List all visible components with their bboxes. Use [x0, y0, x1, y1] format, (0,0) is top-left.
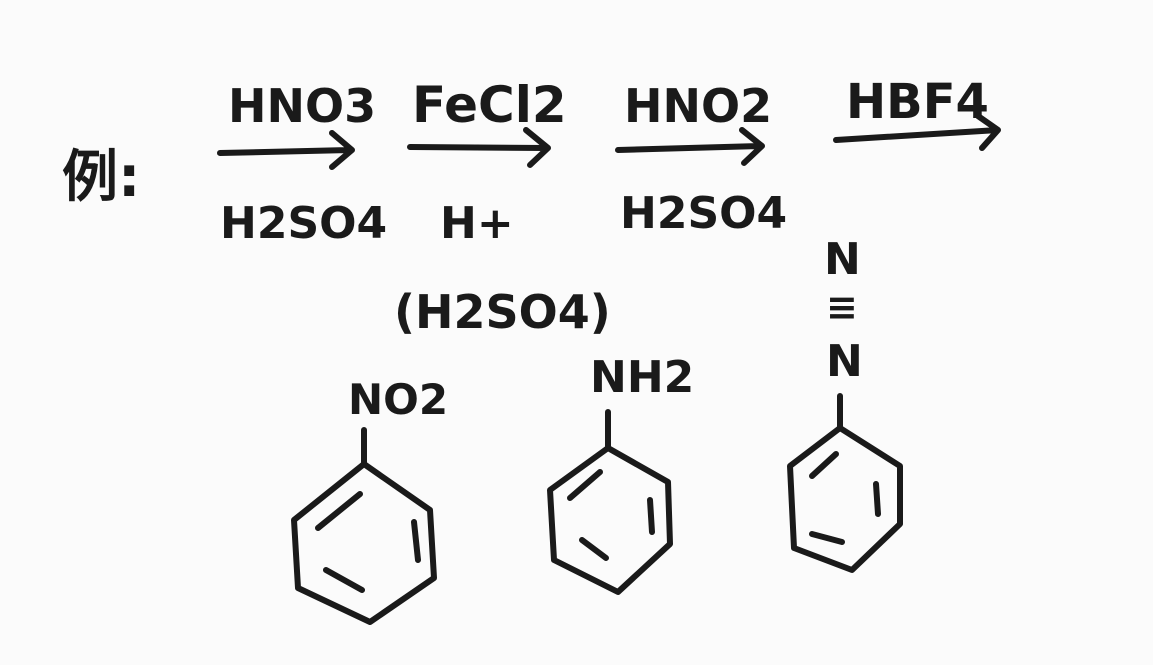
- reagent-above-4: HBF4: [846, 74, 989, 130]
- structure-aniline: NH2: [547, 352, 694, 595]
- reagent-note-2: (H2SO4): [394, 285, 611, 339]
- ring-double-bonds-3: [809, 451, 881, 545]
- substituent-nh2: NH2: [590, 352, 694, 403]
- reagent-above-1: HNO3: [228, 79, 376, 133]
- reagent-below-2: H+: [440, 198, 514, 249]
- ring-double-bonds-1: [315, 491, 421, 593]
- substituent-n-top: N: [824, 234, 861, 285]
- reaction-arrow-1: [217, 130, 355, 170]
- benzene-ring-2: [547, 445, 673, 595]
- benzene-ring-1: [291, 461, 437, 625]
- reaction-step-3: HNO2 H2SO4: [615, 79, 787, 239]
- reaction-arrow-3: [615, 127, 765, 166]
- substituent-no2: NO2: [348, 375, 448, 424]
- example-label: 例:: [62, 145, 140, 210]
- reagent-below-1: H2SO4: [220, 198, 387, 249]
- ring-double-bonds-2: [567, 469, 655, 561]
- reaction-arrow-4: [833, 113, 1001, 151]
- reaction-arrow-2: [407, 127, 551, 168]
- reagent-above-2: FeCl2: [412, 76, 567, 134]
- substituent-n-bottom: N: [826, 336, 863, 387]
- structure-nitrobenzene: NO2: [291, 375, 448, 625]
- reagent-below-3: H2SO4: [620, 188, 787, 239]
- structure-diazonium: N ≡ N: [787, 234, 903, 573]
- reaction-step-1: HNO3 H2SO4: [217, 79, 387, 249]
- reagent-above-3: HNO2: [624, 79, 772, 133]
- reaction-step-2: FeCl2 H+ (H2SO4): [394, 76, 611, 339]
- triple-bond-symbol: ≡: [826, 285, 858, 329]
- reaction-step-4: HBF4: [833, 74, 1001, 151]
- benzene-ring-3: [787, 425, 903, 573]
